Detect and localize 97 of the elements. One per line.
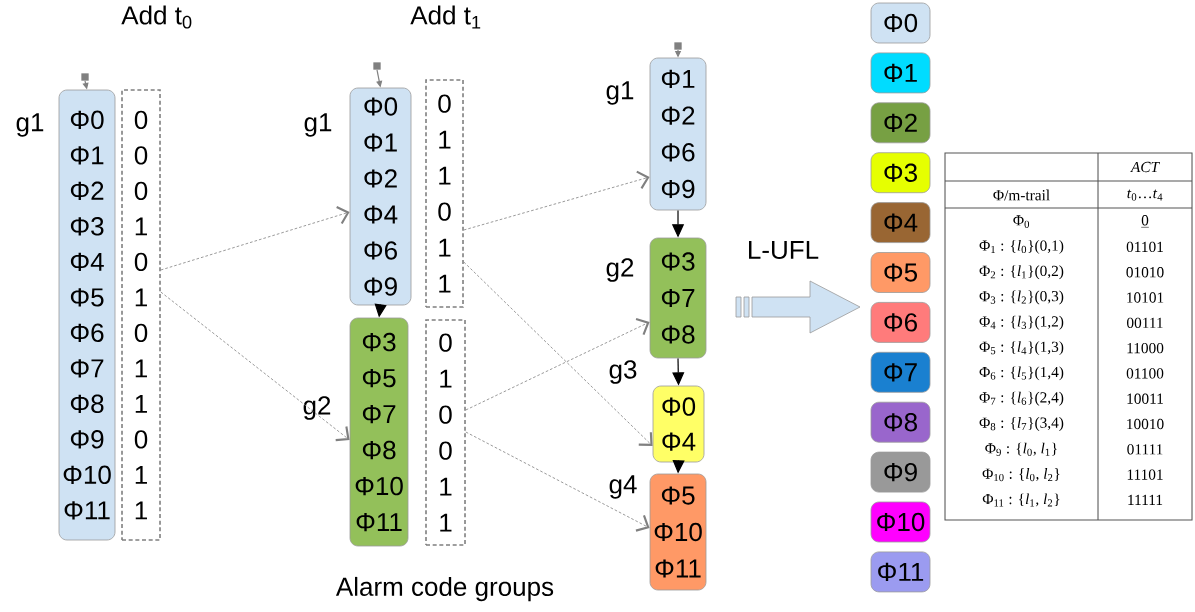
table-cell: Φ$_{6}$ : {l$_{5}$}(1,4)	[979, 366, 1064, 381]
color-chip: Φ0	[870, 2, 931, 44]
group-box: Φ0 Φ1 Φ2 Φ4 Φ6 Φ9	[349, 87, 412, 306]
table-cell: Φ$_{9}$ : {l$_{0}$, l$_{1}$}	[985, 442, 1057, 456]
bit-column: 0 1 1 0 1 1	[425, 79, 464, 308]
table-cell: 01010	[1126, 267, 1164, 278]
table-header: t$_{0}$…t$_{4}$	[1127, 189, 1163, 201]
start-marker	[373, 62, 381, 70]
node-label: Φ7	[362, 405, 396, 424]
node-label: Φ5	[362, 369, 396, 388]
node-label: Φ4	[70, 252, 104, 271]
table-cell: 11101	[1127, 469, 1163, 480]
color-chip: Φ3	[870, 152, 931, 194]
node-label: Φ1	[364, 133, 397, 152]
arrow	[160, 291, 350, 442]
group-box: Φ0 Φ4	[652, 385, 705, 463]
color-chip: Φ4	[870, 202, 931, 243]
arrow	[465, 317, 650, 411]
group-box: Φ5 Φ10 Φ11	[649, 473, 707, 591]
table-cell: Φ$_{4}$ : {l$_{3}$}(1,2)	[979, 315, 1064, 330]
start-marker	[674, 42, 682, 50]
table-cell: 01100	[1126, 368, 1164, 379]
step-heading: Add t$_{0}$	[121, 5, 192, 29]
arrow	[463, 170, 650, 231]
table-cell: Φ$_{7}$ : {l$_{6}$}(2,4)	[979, 391, 1064, 406]
table-cell: Φ$_{0}$	[1013, 215, 1030, 228]
start-marker	[81, 73, 89, 81]
table-cell: 0	[1140, 215, 1150, 228]
table-cell: Φ$_{3}$ : {l$_{2}$}(0,3)	[979, 290, 1064, 305]
color-chip: Φ11	[870, 551, 931, 593]
node-label: Φ1	[70, 146, 104, 165]
node-label: Φ10	[63, 465, 111, 485]
table-cell: Φ$_{8}$ : {l$_{7}$}(3,4)	[979, 417, 1064, 431]
color-chip: Φ7	[870, 351, 931, 393]
diagram-caption: Alarm code groups	[335, 576, 554, 602]
color-chip: Φ8	[870, 401, 931, 443]
node-label: Φ11	[356, 513, 402, 532]
step-heading: Add t$_{1}$	[410, 5, 481, 29]
group-label: g1	[304, 113, 332, 137]
color-chip: Φ10	[870, 501, 931, 543]
node-label: Φ0	[70, 110, 104, 130]
arrow	[465, 431, 650, 532]
table-header: ACT	[1130, 161, 1160, 173]
node-label: Φ3	[70, 217, 104, 236]
node-label: Φ6	[661, 143, 695, 162]
group-label: g3	[609, 360, 637, 384]
table-cell: Φ$_{11}$ : {l$_{1}$, l$_{2}$}	[982, 493, 1060, 507]
table-cell: 11000	[1127, 342, 1164, 354]
table-cell: Φ$_{2}$ : {l$_{1}$}(0,2)	[979, 265, 1064, 280]
node-label: Φ0	[364, 97, 398, 116]
group-label: g1	[606, 81, 634, 105]
group-label: g1	[16, 113, 44, 137]
table-cell: 10101	[1127, 292, 1164, 303]
node-label: Φ9	[661, 179, 695, 199]
table-cell: Φ$_{10}$ : {l$_{0}$, l$_{2}$}	[982, 468, 1060, 482]
group-box: Φ0 Φ1 Φ2 Φ3 Φ4 Φ5 Φ6 Φ7 Φ8 Φ9 Φ10 Φ11	[58, 89, 116, 541]
group-box: Φ3 Φ7 Φ8	[649, 237, 707, 359]
node-label: Φ7	[70, 359, 104, 378]
group-label: g2	[303, 396, 331, 420]
node-label: Φ6	[70, 323, 104, 343]
group-box: Φ3 Φ5 Φ7 Φ8 Φ10 Φ11	[349, 317, 409, 547]
table-cell: 01111	[1127, 444, 1163, 455]
table-cell: 10010	[1127, 418, 1164, 430]
node-label: Φ5	[70, 288, 104, 307]
node-label: Φ9	[70, 430, 104, 449]
node-label: Φ9	[364, 277, 397, 296]
arrow	[160, 205, 350, 271]
group-label: g4	[609, 475, 637, 499]
table-cell: Φ$_{5}$ : {l$_{4}$}(1,3)	[979, 341, 1064, 356]
table-cell: 11111	[1128, 494, 1163, 505]
table-cell: 00111	[1127, 317, 1163, 328]
table-header: Φ/m-trail	[993, 189, 1050, 201]
table-cell: Φ$_{1}$ : {l$_{0}$}(0,1)	[979, 239, 1064, 254]
color-chip: Φ1	[870, 52, 931, 94]
color-chip: Φ2	[870, 102, 931, 144]
bit-column: 0 1 0 0 1 1	[425, 319, 466, 546]
color-chip: Φ9	[870, 451, 931, 493]
method-label: L-UFL	[749, 240, 819, 260]
color-chip: Φ6	[870, 302, 931, 343]
node-label: Φ3	[362, 332, 396, 352]
group-label: g2	[606, 258, 634, 282]
node-label: Φ6	[364, 241, 397, 260]
node-label: Φ8	[70, 394, 104, 414]
node-label: Φ11	[64, 501, 110, 520]
bit-column: 0 0 0 1 0 1 0 1 1 0 1 1	[121, 89, 161, 541]
node-label: Φ8	[362, 440, 396, 460]
node-label: Φ2	[661, 106, 695, 125]
node-label: Φ10	[355, 476, 403, 496]
table-cell: 01101	[1126, 241, 1163, 253]
node-label: Φ4	[364, 205, 398, 224]
group-box: Φ1 Φ2 Φ6 Φ9	[649, 57, 707, 211]
color-chip: Φ5	[870, 252, 931, 293]
table-cell: 10011	[1127, 393, 1163, 404]
node-label: Φ1	[661, 69, 695, 88]
node-label: Φ2	[70, 181, 104, 200]
arrow	[463, 261, 653, 446]
node-label: Φ2	[364, 169, 397, 188]
